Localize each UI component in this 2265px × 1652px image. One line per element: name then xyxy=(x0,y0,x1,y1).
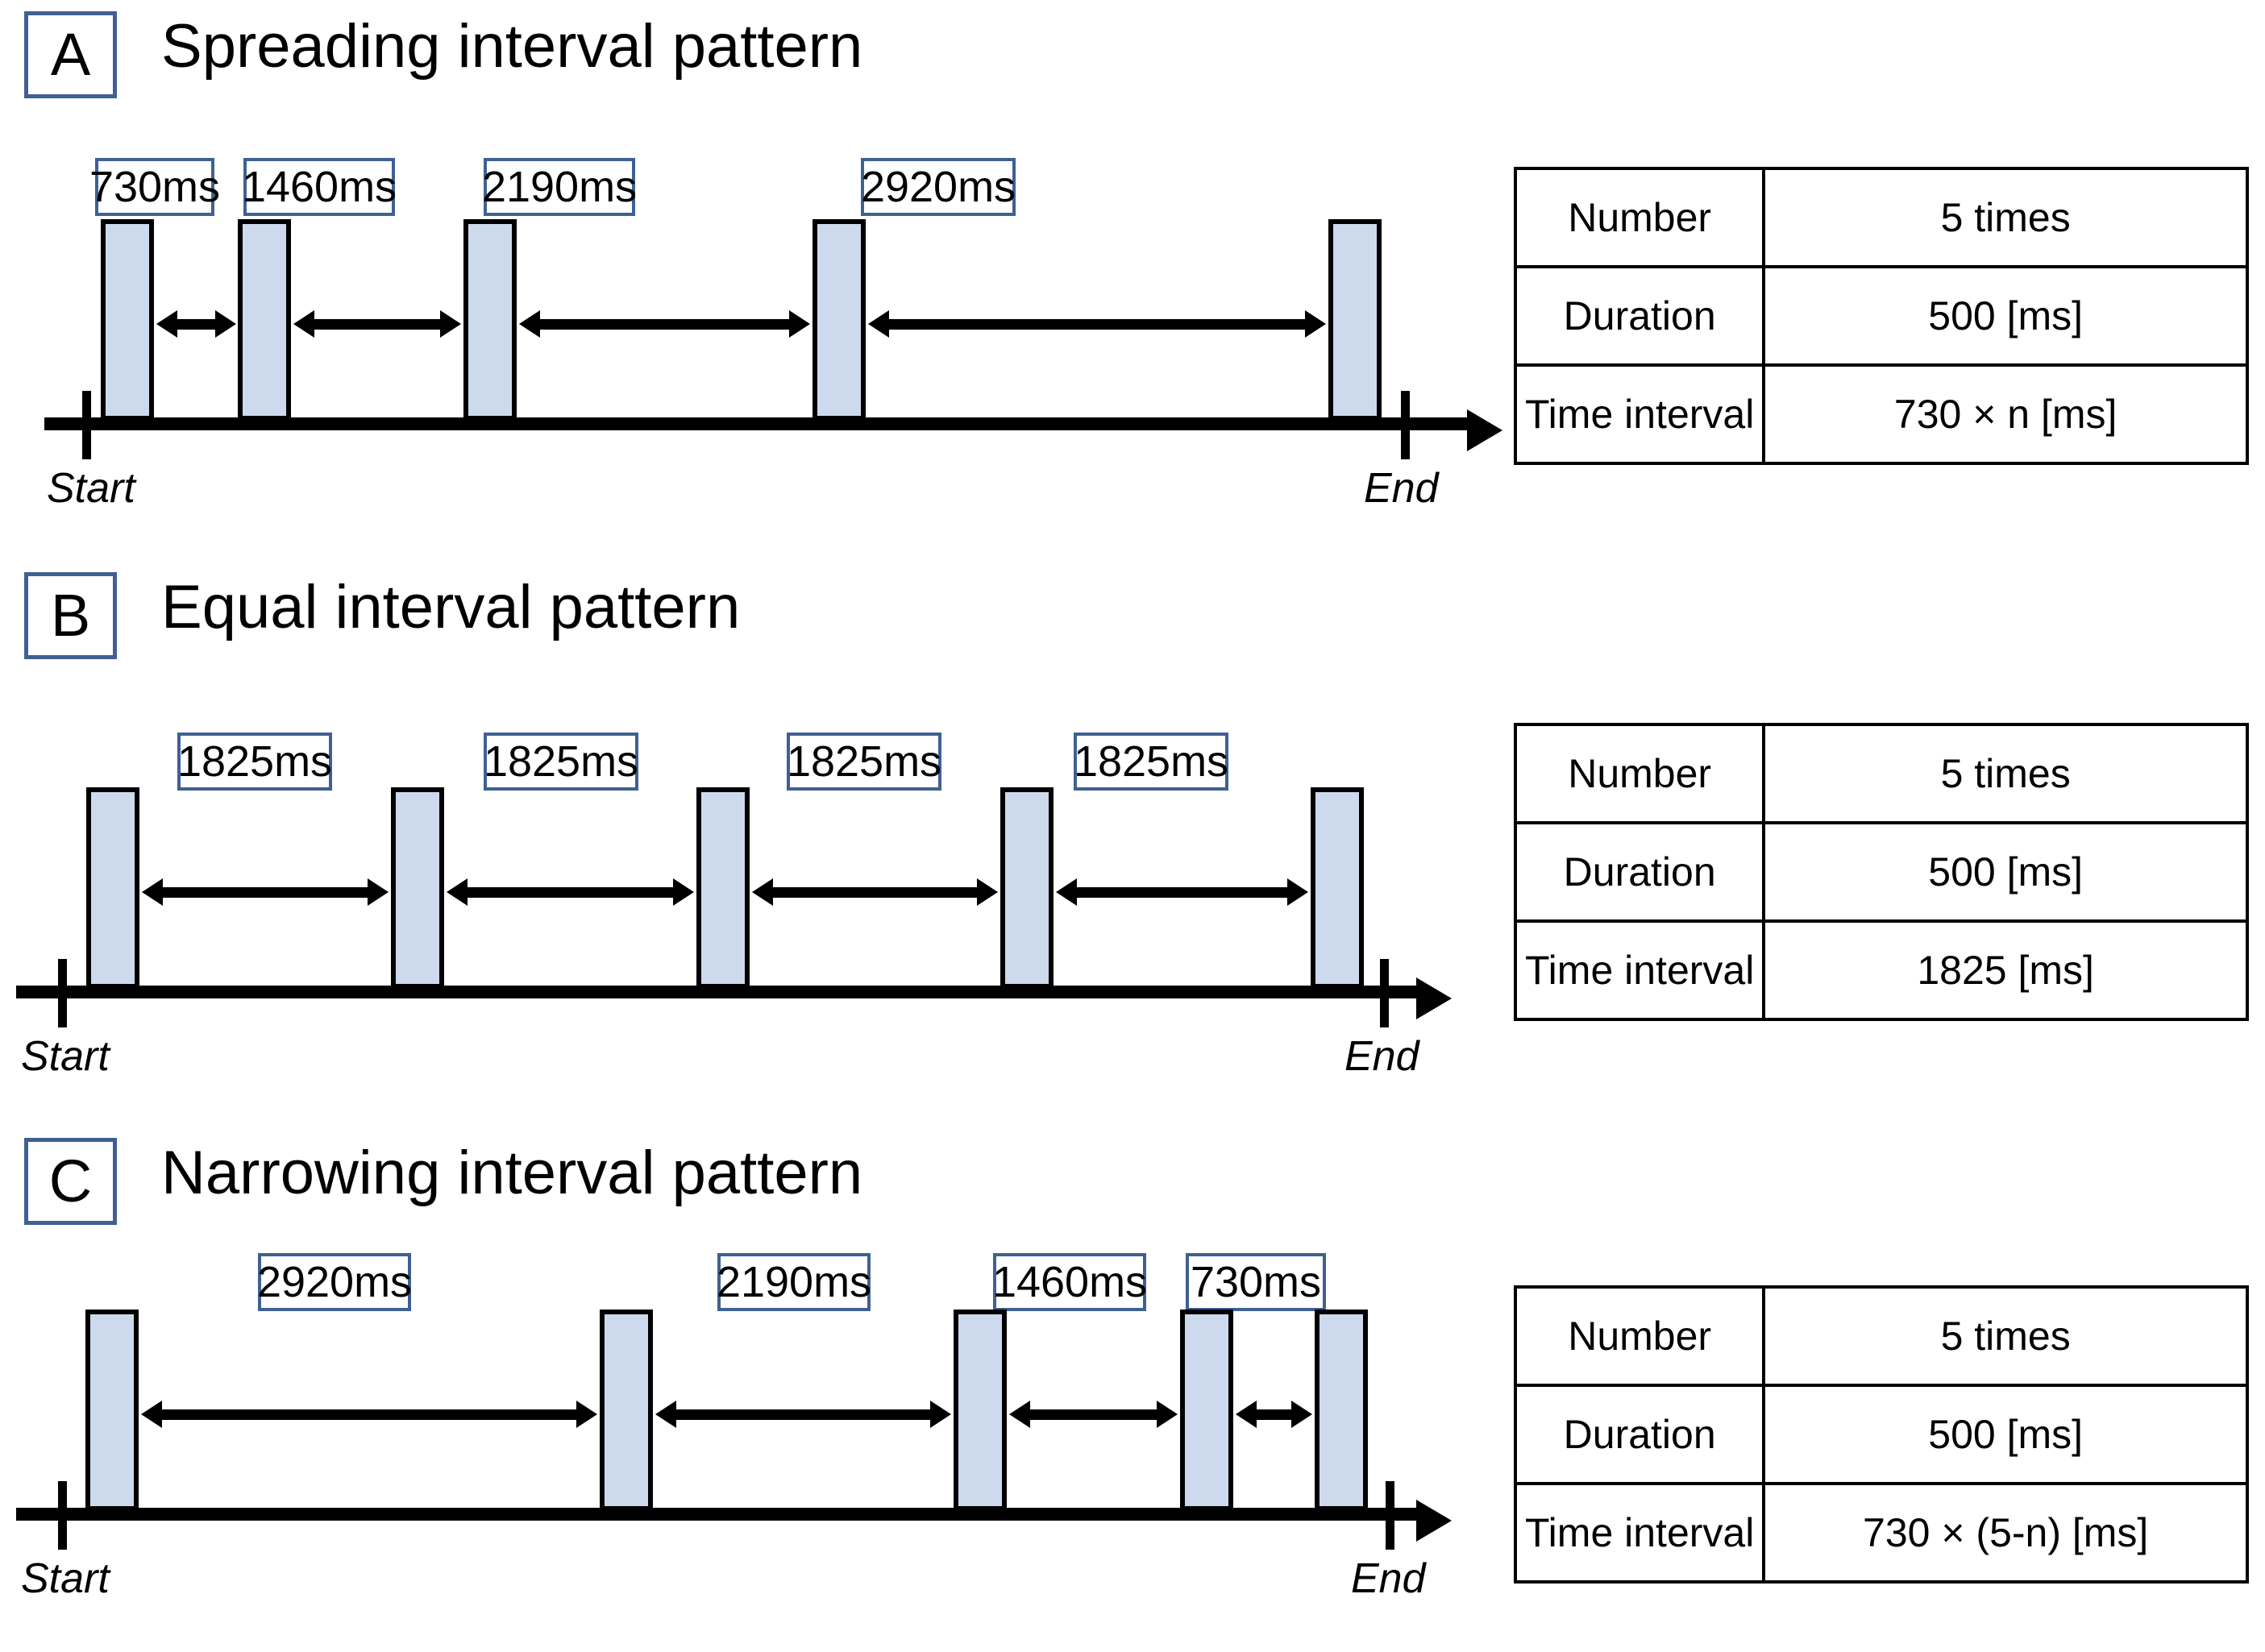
timeline-diagram-c: 2920ms 2190ms 1460ms 730ms Start End xyxy=(0,1128,1499,1652)
interval-arrow-a-2 xyxy=(293,310,461,338)
spec-value: 730 × n [ms] xyxy=(1762,363,2249,465)
table-row: Duration 500 [ms] xyxy=(1513,821,2249,923)
interval-arrow-c-3 xyxy=(1009,1401,1178,1428)
interval-label-b-4: 1825ms xyxy=(1074,733,1228,791)
spec-value: 5 times xyxy=(1762,723,2249,824)
table-row: Time interval 1825 [ms] xyxy=(1513,919,2249,1021)
end-tick-c xyxy=(1386,1481,1394,1550)
end-tick-b xyxy=(1380,959,1389,1027)
interval-arrow-a-3 xyxy=(519,310,810,338)
interval-arrow-c-4 xyxy=(1236,1401,1312,1428)
interval-arrow-c-2 xyxy=(655,1401,951,1428)
stimulus-bar xyxy=(954,1310,1007,1511)
end-label-b: End xyxy=(1344,1033,1419,1080)
table-row: Number 5 times xyxy=(1513,723,2249,824)
panel-b: B Equal interval pattern 1825ms 1825ms 1… xyxy=(0,564,2265,1128)
time-axis-line-c xyxy=(16,1508,1419,1521)
time-axis-line-b xyxy=(16,986,1419,998)
interval-label-c-3: 1460ms xyxy=(992,1253,1147,1311)
spec-key: Duration xyxy=(1513,1384,1766,1485)
spec-key: Time interval xyxy=(1513,1482,1766,1584)
spec-key: Time interval xyxy=(1513,363,1766,465)
spec-table-b: Number 5 times Duration 500 [ms] Time in… xyxy=(1513,723,2249,1021)
stimulus-bar xyxy=(1180,1310,1233,1511)
end-label-a: End xyxy=(1364,465,1439,512)
interval-arrow-b-2 xyxy=(447,878,694,906)
interval-arrow-c-1 xyxy=(141,1401,597,1428)
interval-arrow-b-4 xyxy=(1056,878,1308,906)
stimulus-bar xyxy=(86,787,139,989)
spec-table-a: Number 5 times Duration 500 [ms] Time in… xyxy=(1513,167,2249,465)
panel-letter-c: C xyxy=(24,1138,117,1225)
spec-value: 5 times xyxy=(1762,167,2249,268)
interval-label-b-2: 1825ms xyxy=(484,733,638,791)
stimulus-bar xyxy=(1328,219,1382,421)
start-tick-b xyxy=(58,959,67,1027)
interval-label-c-4: 730ms xyxy=(1186,1253,1326,1311)
spec-key: Duration xyxy=(1513,265,1766,367)
time-axis-arrow-b xyxy=(1416,978,1452,1019)
start-tick-c xyxy=(58,1481,67,1550)
spec-key: Number xyxy=(1513,723,1766,824)
panel-title-b: Equal interval pattern xyxy=(161,573,741,641)
start-tick-a xyxy=(82,391,91,459)
interval-label-a-3: 2190ms xyxy=(482,158,637,216)
interval-label-c-2: 2190ms xyxy=(717,1253,871,1311)
start-label-a: Start xyxy=(47,465,135,512)
start-label-c: Start xyxy=(21,1555,110,1602)
stimulus-bar xyxy=(391,787,444,989)
interval-arrow-b-1 xyxy=(142,878,389,906)
interval-label-b-3: 1825ms xyxy=(787,733,941,791)
interval-arrow-a-4 xyxy=(868,310,1326,338)
table-row: Number 5 times xyxy=(1513,167,2249,268)
table-row: Number 5 times xyxy=(1513,1285,2249,1387)
interval-label-a-1: 730ms xyxy=(89,158,220,216)
time-axis-line-a xyxy=(44,417,1469,430)
table-row: Duration 500 [ms] xyxy=(1513,265,2249,367)
spec-value: 500 [ms] xyxy=(1762,265,2249,367)
panel-title-a: Spreading interval pattern xyxy=(161,12,863,81)
timeline-diagram-b: 1825ms 1825ms 1825ms 1825ms Start End xyxy=(0,564,1499,1128)
spec-value: 500 [ms] xyxy=(1762,821,2249,923)
panel-c: C Narrowing interval pattern 2920ms 2190… xyxy=(0,1128,2265,1652)
stimulus-bar xyxy=(1000,787,1054,989)
spec-key: Number xyxy=(1513,167,1766,268)
spec-key: Number xyxy=(1513,1285,1766,1387)
spec-table-c: Number 5 times Duration 500 [ms] Time in… xyxy=(1513,1285,2249,1584)
table-row: Time interval 730 × (5-n) [ms] xyxy=(1513,1482,2249,1584)
stimulus-bar xyxy=(85,1310,139,1511)
end-label-c: End xyxy=(1351,1555,1426,1602)
interval-label-a-4: 2920ms xyxy=(861,158,1016,216)
spec-key: Duration xyxy=(1513,821,1766,923)
stimulus-bar xyxy=(1315,1310,1368,1511)
panel-letter-b: B xyxy=(24,572,117,659)
panel-a: A Spreading interval pattern 730ms 1460m… xyxy=(0,0,2265,564)
start-label-b: Start xyxy=(21,1033,110,1080)
stimulus-bar xyxy=(1311,787,1364,989)
interval-label-c-1: 2920ms xyxy=(257,1253,412,1311)
stimulus-bar xyxy=(696,787,750,989)
spec-value: 1825 [ms] xyxy=(1762,919,2249,1021)
end-tick-a xyxy=(1401,391,1410,459)
spec-key: Time interval xyxy=(1513,919,1766,1021)
interval-label-b-1: 1825ms xyxy=(177,733,332,791)
interval-arrow-b-3 xyxy=(752,878,998,906)
spec-value: 5 times xyxy=(1762,1285,2249,1387)
table-row: Duration 500 [ms] xyxy=(1513,1384,2249,1485)
time-axis-arrow-a xyxy=(1467,409,1502,451)
interval-arrow-a-1 xyxy=(156,310,236,338)
panel-letter-a: A xyxy=(24,11,117,98)
stimulus-bar xyxy=(238,219,291,421)
stimulus-bar xyxy=(463,219,517,421)
stimulus-bar xyxy=(600,1310,653,1511)
time-axis-arrow-c xyxy=(1416,1500,1452,1542)
timeline-diagram-a: 730ms 1460ms 2190ms 2920ms Start End xyxy=(0,0,1502,564)
stimulus-bar xyxy=(101,219,154,421)
stimulus-bar xyxy=(812,219,866,421)
spec-value: 500 [ms] xyxy=(1762,1384,2249,1485)
interval-label-a-2: 1460ms xyxy=(242,158,397,216)
table-row: Time interval 730 × n [ms] xyxy=(1513,363,2249,465)
spec-value: 730 × (5-n) [ms] xyxy=(1762,1482,2249,1584)
panel-title-c: Narrowing interval pattern xyxy=(161,1139,863,1207)
